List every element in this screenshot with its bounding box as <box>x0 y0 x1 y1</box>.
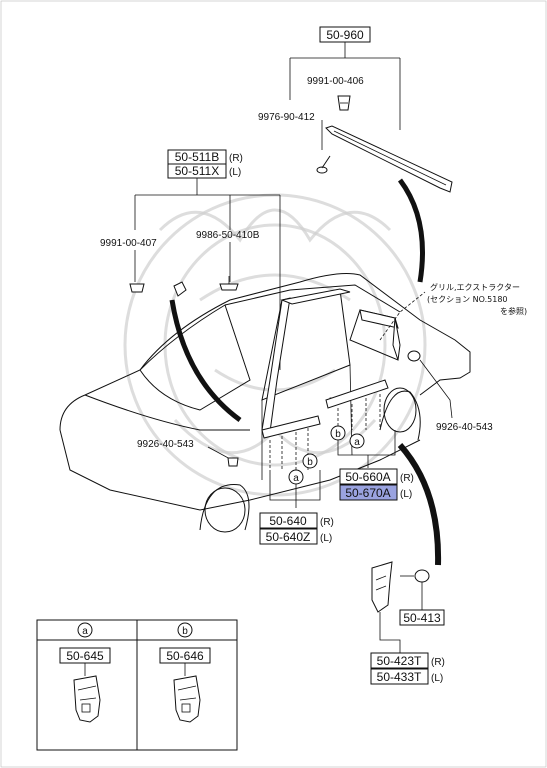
part-label-50-960: 50-960 <box>326 28 364 42</box>
mudguard-clip <box>414 569 430 583</box>
bracket-piece <box>173 281 187 297</box>
leader-arc-mudguard <box>397 443 442 566</box>
part-label-9926-40-543-right: 9926-40-543 <box>436 422 493 433</box>
marker-group-front: a b <box>269 453 321 508</box>
part-label-9976-90-412: 9976-90-412 <box>258 112 315 123</box>
part-label-50-511B: 50-511B <box>175 150 219 164</box>
part-box-50-413[interactable] <box>399 609 445 626</box>
mudguard-piece <box>371 561 393 613</box>
suffix-l-640: (L) <box>320 533 332 544</box>
part-box-50-640Z[interactable] <box>259 528 318 545</box>
door-sash-moldings <box>261 288 401 470</box>
part-label-50-433T: 50-433T <box>377 670 422 684</box>
grille-reference: グリル,エクストラクター (セクション NO.5180 を参照) <box>379 282 527 362</box>
clip-a-drawing <box>73 675 101 723</box>
part-label-50-670A: 50-670A <box>345 486 390 500</box>
part-label-50-640: 50-640 <box>269 514 307 528</box>
part-label-9991-00-406: 9991-00-406 <box>307 76 364 87</box>
reference-note-line2: (セクション NO.5180 <box>427 295 508 304</box>
leader-arc-roof <box>397 178 425 283</box>
part-box-50-640[interactable] <box>259 512 318 529</box>
part-label-50-511X: 50-511X <box>175 164 219 178</box>
part-box-50-660A[interactable] <box>339 468 398 485</box>
leader-arc-pillar <box>169 299 242 423</box>
suffix-r-511: (R) <box>229 153 243 164</box>
marker-a-front: a <box>293 473 299 484</box>
belt-molding-rear <box>325 379 389 409</box>
clip-9991-00-406 <box>337 95 351 111</box>
fastener-right-group: 9926-40-543 <box>419 359 493 433</box>
suffix-l-670: (L) <box>400 489 412 500</box>
reference-note-line3: を参照) <box>500 306 527 316</box>
clip-detail-table: a b 50-645 50-646 <box>36 619 238 751</box>
belt-molding-rear-labels: 50-660A (R) 50-670A (L) <box>339 468 414 501</box>
marker-group-rear: b a <box>330 425 396 468</box>
part-label-9986-50-410B: 9986-50-410B <box>196 230 260 241</box>
bolt-9986-50-410B <box>219 276 239 291</box>
suffix-r-423: (R) <box>431 657 445 668</box>
suffix-r-640: (R) <box>320 517 334 528</box>
part-label-9991-00-407: 9991-00-407 <box>100 238 157 249</box>
belt-molding-front-labels: 50-640 (R) 50-640Z (L) <box>259 512 334 545</box>
suffix-l-433: (L) <box>431 673 443 684</box>
part-label-50-413: 50-413 <box>403 611 441 625</box>
table-header-b: b <box>182 626 188 637</box>
clip-b-drawing <box>173 675 201 723</box>
fastener-left-group: 9926-40-543 <box>137 439 239 467</box>
part-box-50-433T[interactable] <box>370 668 429 685</box>
part-box-50-670A[interactable] <box>339 484 398 501</box>
belt-molding-front <box>261 415 321 439</box>
roof-molding-group: 50-960 9991-00-406 9976-90-412 <box>258 26 453 283</box>
marker-a-rear: a <box>354 437 360 448</box>
reference-note-line1: グリル,エクストラクター <box>430 282 520 292</box>
part-label-9926-40-543-left: 9926-40-543 <box>137 439 194 450</box>
mudguard-group: 50-413 50-423T (R) 50-433T (L) <box>370 561 445 685</box>
part-label-50-423T: 50-423T <box>377 654 422 668</box>
marker-b-rear: b <box>335 429 341 440</box>
suffix-l-511: (L) <box>229 167 241 178</box>
clip-9991-00-407 <box>129 283 145 293</box>
table-header-a: a <box>82 626 88 637</box>
screw-9976-90-412 <box>316 155 331 174</box>
part-label-50-660A: 50-660A <box>345 470 390 484</box>
suffix-r-660: (R) <box>400 473 414 484</box>
marker-b-front: b <box>307 457 313 468</box>
part-label-50-646: 50-646 <box>166 649 204 663</box>
pillar-molding-label-group: 50-511B (R) 50-511X (L) 9991-00-407 9986… <box>100 149 281 423</box>
part-label-50-645: 50-645 <box>66 649 104 663</box>
part-box-50-423T[interactable] <box>370 652 429 669</box>
part-label-50-640Z: 50-640Z <box>266 530 311 544</box>
